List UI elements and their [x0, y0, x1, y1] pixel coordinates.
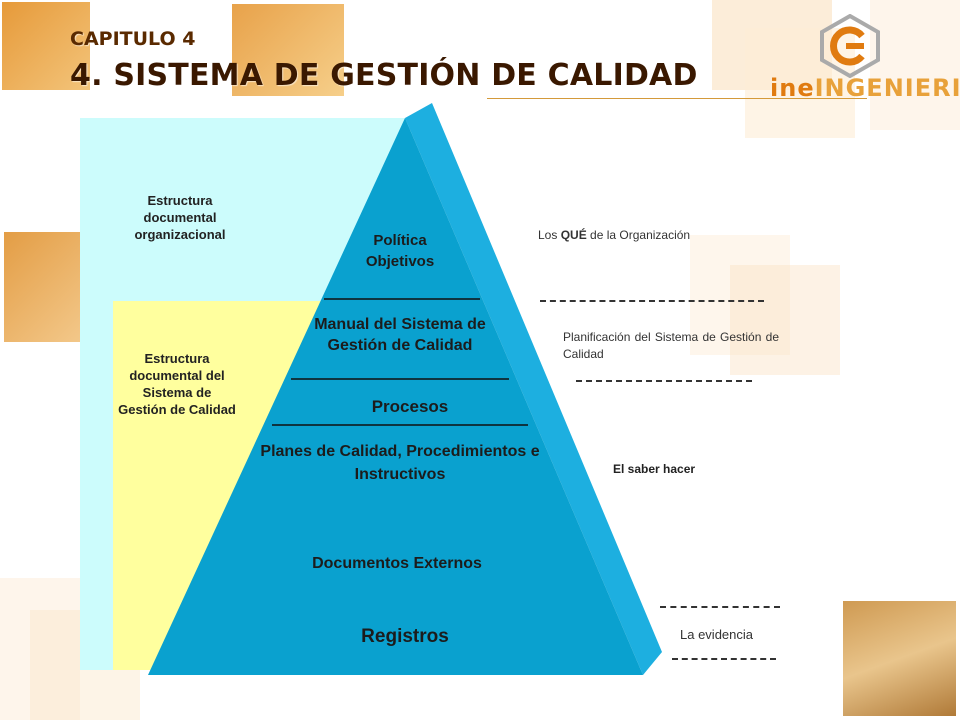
level-planes-line2: Instructivos: [354, 466, 446, 483]
level-planes-line1: Planes de Calidad, Procedimientos e: [260, 443, 540, 460]
dashed-line-3: [660, 606, 780, 608]
level-politica-line2: Objetivos: [365, 253, 435, 270]
bg-photo-bottomright: [843, 601, 956, 716]
ingenieria-logo-icon: [818, 13, 882, 79]
bg-photo-left: [4, 232, 82, 342]
page-title: 4. SISTEMA DE GESTIÓN DE CALIDAD: [70, 58, 698, 93]
annotation-know-how: El saber hacer: [613, 462, 696, 476]
level-procesos: Procesos: [371, 397, 449, 416]
bg-photo-topleft: [2, 2, 90, 90]
label-organizational: Estructura documental organizacional: [134, 193, 226, 242]
level-manual-line2: Gestión de Calidad: [327, 337, 473, 354]
level-politica: Política Objetivos: [340, 230, 460, 272]
logo-main: INGENIERIA: [814, 74, 960, 102]
level-planes: Planes de Calidad, Procedimientos e Inst…: [228, 440, 572, 486]
chapter-label: CAPITULO 4: [70, 28, 196, 50]
bg-photo-top: [232, 4, 344, 96]
title-divider: [487, 98, 867, 99]
annotation-que-prefix: Los: [538, 228, 561, 242]
pyramid-front-face: [148, 118, 643, 675]
bg-square-bottomleft: [0, 578, 80, 720]
bg-square-right-1: [690, 235, 790, 355]
pyramid-side-face: [405, 103, 662, 675]
annotation-evidence: La evidencia: [680, 627, 753, 642]
annotation-planning: Planificación del Sistema de Gestión de …: [563, 330, 779, 361]
logo-wordmark: ineINGENIERIA: [770, 74, 960, 102]
level-manual: Manual del Sistema de Gestión de Calidad: [280, 314, 520, 356]
level-manual-line1: Manual del Sistema de: [314, 316, 486, 333]
annotation-que-suffix: de la Organización: [586, 228, 691, 242]
level-registros: Registros: [361, 626, 449, 647]
annotation-que: Los QUÉ de la Organización: [538, 228, 690, 242]
dashed-line-4: [672, 658, 776, 660]
dashed-line-1: [540, 300, 764, 302]
dashed-line-2: [576, 380, 752, 382]
annotation-que-bold: QUÉ: [560, 228, 587, 242]
level-documentos-externos: Documentos Externos: [312, 555, 482, 572]
label-quality-system: Estructura documental del Sistema de Ges…: [118, 351, 236, 417]
level-politica-line1: Política: [373, 232, 427, 249]
bg-square-topright-3: [870, 0, 960, 130]
bg-square-right-2: [730, 265, 840, 375]
logo-prefix: ine: [770, 74, 815, 102]
